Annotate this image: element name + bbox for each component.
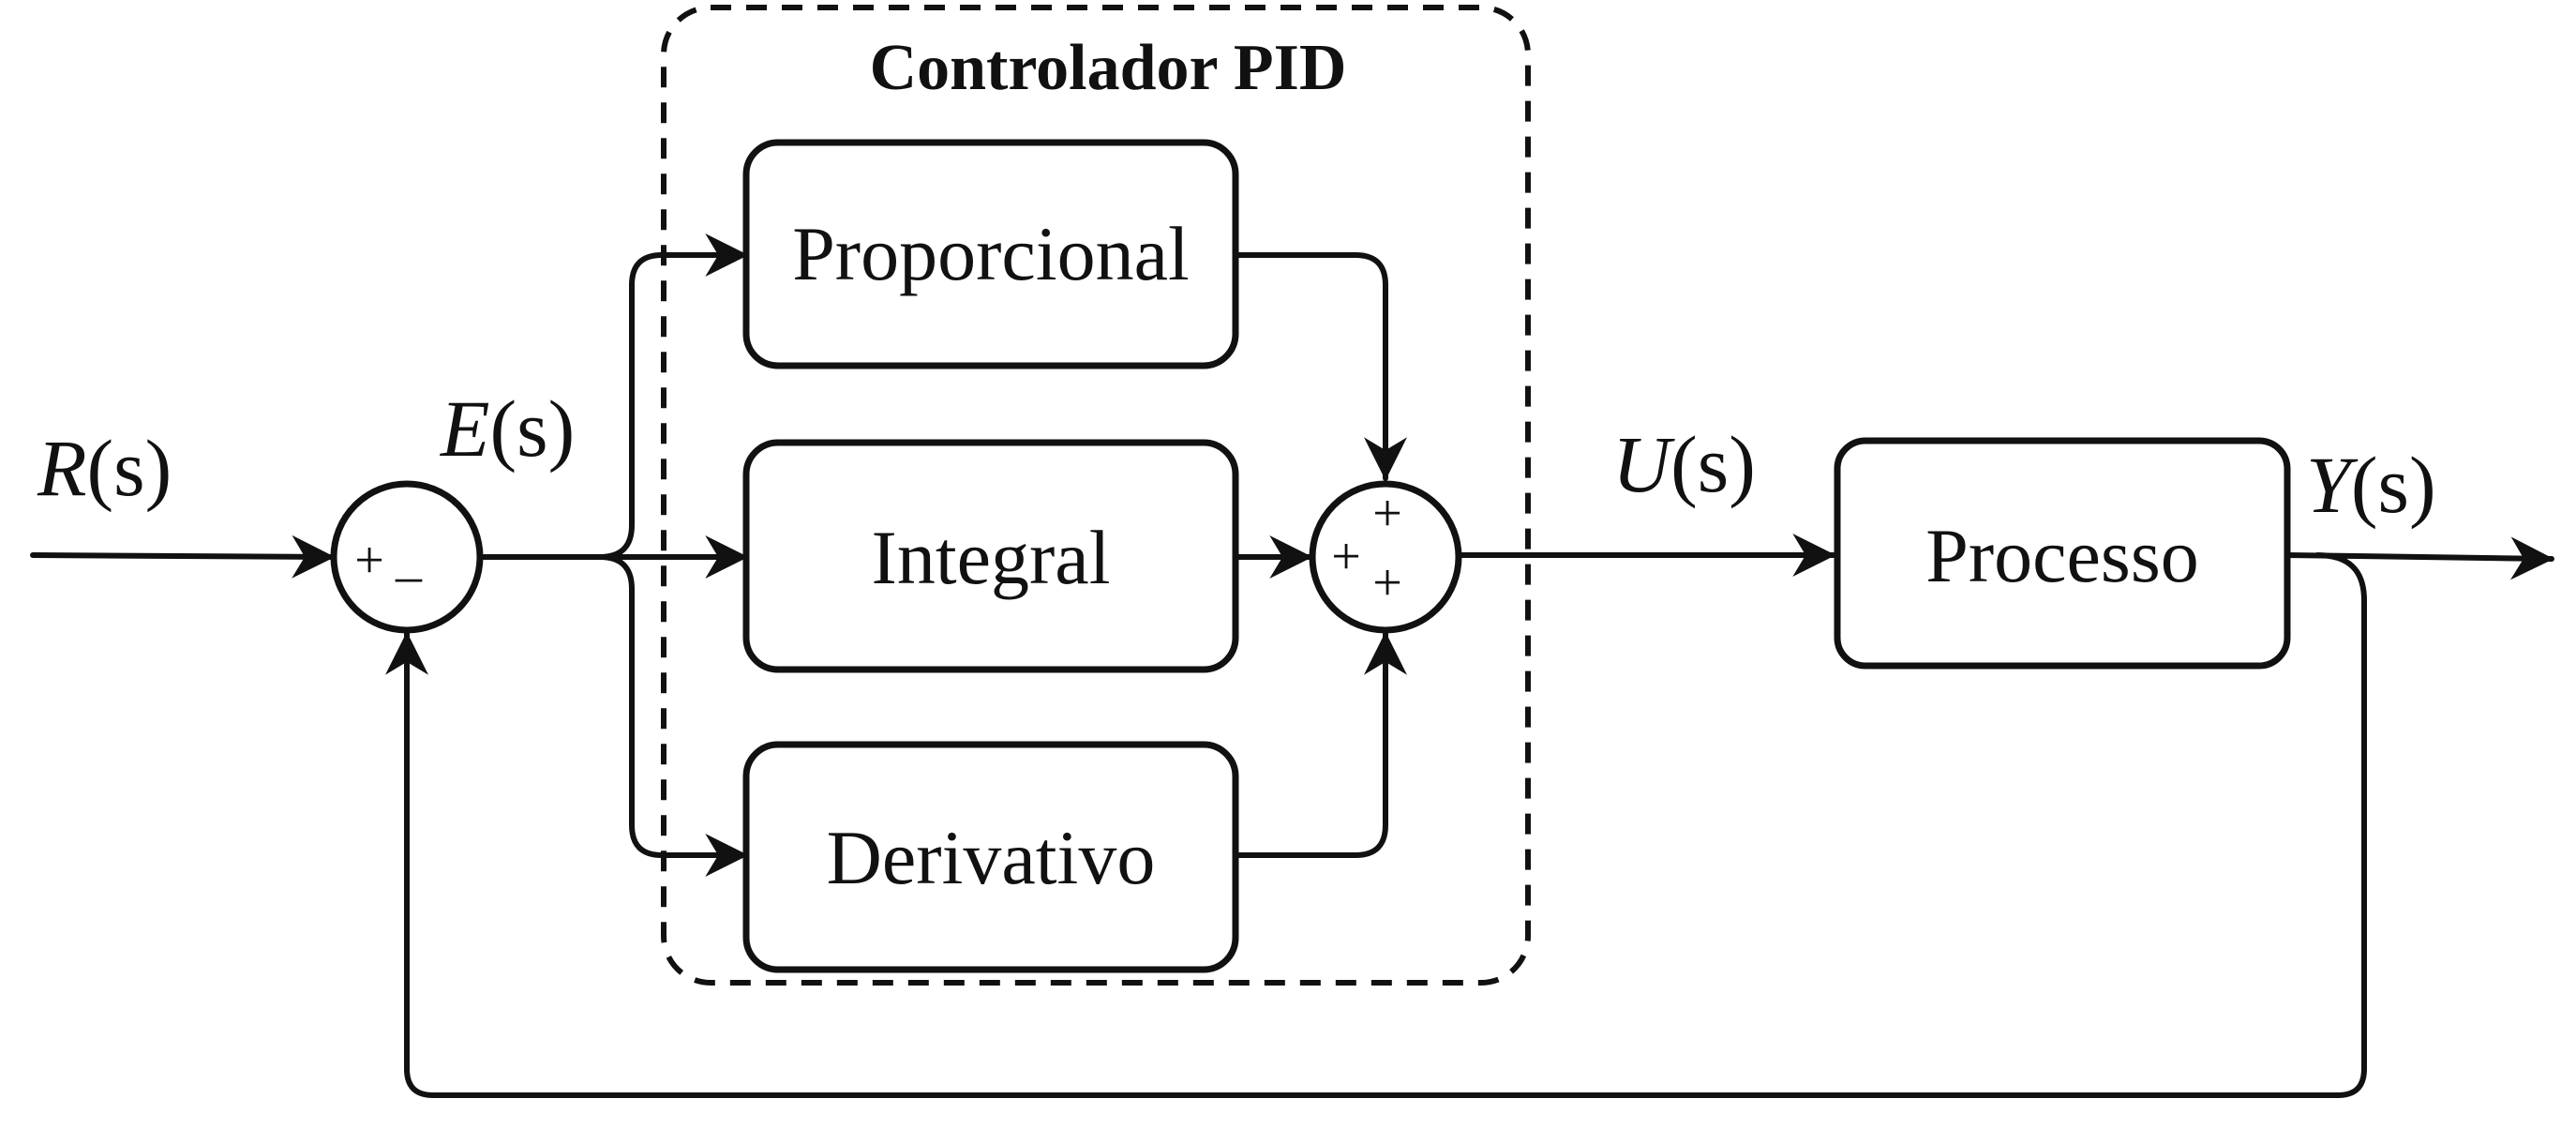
derivative-block-label: Derivativo	[827, 815, 1156, 900]
pid-sum-top-plus-sign: +	[1372, 485, 1402, 543]
derivative-block: Derivativo	[742, 741, 1239, 973]
pid-summing-junction: + + +	[1309, 480, 1462, 634]
pid-controller-boundary	[661, 5, 1531, 986]
proportional-to-sum-wire	[1233, 252, 1407, 481]
error-summing-junction: + –	[330, 480, 484, 634]
proportional-block: Proporcional	[742, 139, 1239, 369]
integral-block-label: Integral	[872, 515, 1111, 600]
pid-sum-left-plus-sign: +	[1331, 528, 1361, 586]
pid-controller-title: Controlador PID	[870, 32, 1347, 104]
proportional-block-label: Proporcional	[792, 211, 1190, 296]
derivative-to-sum-wire	[1233, 631, 1407, 858]
integral-block: Integral	[742, 439, 1239, 673]
process-block-label: Processo	[1925, 513, 2199, 598]
error-to-proportional-wire	[597, 233, 749, 560]
pid-sum-bottom-plus-sign: +	[1372, 554, 1402, 612]
error-sum-minus-sign: –	[395, 547, 423, 605]
reference-input-wire	[30, 534, 336, 579]
output-signal-label: Y(s)	[2306, 440, 2436, 530]
process-block: Processo	[1834, 437, 2291, 670]
control-signal-label: U(s)	[1612, 419, 1756, 509]
reference-signal-label: R(s)	[37, 423, 172, 513]
feedback-wire	[385, 552, 2367, 1098]
error-to-derivative-wire	[597, 554, 749, 877]
error-sum-plus-sign: +	[354, 532, 384, 590]
error-signal-label: E(s)	[439, 384, 575, 474]
